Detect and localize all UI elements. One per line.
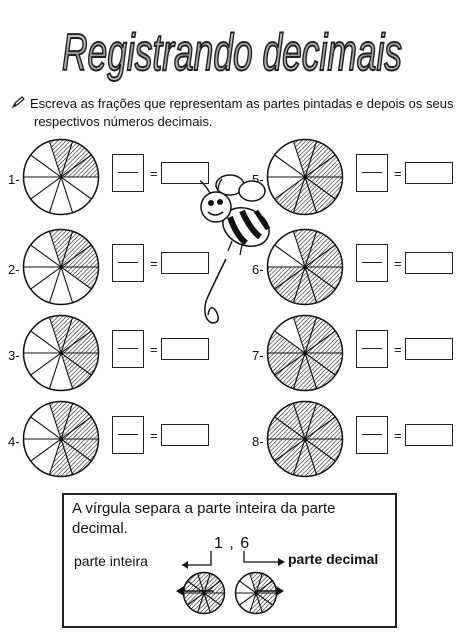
pie-chart-7 xyxy=(266,314,344,392)
exercise-number: 6- xyxy=(252,262,264,277)
fraction-pie xyxy=(22,314,100,397)
exercise-6: 6- = xyxy=(252,228,457,310)
pie-chart-6 xyxy=(266,228,344,306)
pie-chart-5 xyxy=(266,138,344,216)
fraction-pie xyxy=(22,400,100,483)
exercise-1: 1- = xyxy=(8,138,213,220)
page-title-art: Registrando decimais xyxy=(61,23,403,83)
fraction-answer-box[interactable] xyxy=(112,416,144,454)
exercise-3: 3- = xyxy=(8,314,213,396)
decimal-answer-box[interactable] xyxy=(405,162,453,184)
equals-sign: = xyxy=(394,166,402,181)
equals-sign: = xyxy=(394,342,402,357)
fraction-answer-box[interactable] xyxy=(356,244,388,282)
decimal-answer-box[interactable] xyxy=(161,338,209,360)
fraction-answer-box[interactable] xyxy=(356,330,388,368)
pie-chart-3 xyxy=(22,314,100,392)
decimal-example-pie xyxy=(234,571,278,620)
fraction-answer-box[interactable] xyxy=(112,330,144,368)
fraction-pie xyxy=(266,138,344,221)
decimal-answer-box[interactable] xyxy=(161,252,209,274)
example-number: 1 , 6 xyxy=(214,535,251,552)
example-pie-1 xyxy=(182,571,226,615)
fraction-answer-box[interactable] xyxy=(112,244,144,282)
fraction-pie xyxy=(266,400,344,483)
decimal-answer-box[interactable] xyxy=(405,252,453,274)
equals-sign: = xyxy=(150,428,158,443)
instruction: Escreva as frações que representam as pa… xyxy=(11,95,460,130)
pencil-icon xyxy=(11,96,30,113)
decimal-part-label: parte decimal xyxy=(288,551,379,567)
exercise-5: 5- = xyxy=(252,138,457,220)
exercise-number: 1- xyxy=(8,172,20,187)
equals-sign: = xyxy=(150,256,158,271)
equals-sign: = xyxy=(394,428,402,443)
exercise-7: 7- = xyxy=(252,314,457,396)
instruction-line-2: respectivos números decimais. xyxy=(34,114,213,129)
decimal-answer-box[interactable] xyxy=(405,424,453,446)
pie-chart-1 xyxy=(22,138,100,216)
fraction-answer-box[interactable] xyxy=(356,154,388,192)
pie-chart-2 xyxy=(22,228,100,306)
decimal-answer-box[interactable] xyxy=(405,338,453,360)
integer-part-label: parte inteira xyxy=(74,553,148,569)
exercise-number: 3- xyxy=(8,348,20,363)
exercise-number: 5- xyxy=(252,172,264,187)
fraction-answer-box[interactable] xyxy=(356,416,388,454)
page-title: Registrando decimais xyxy=(62,24,402,82)
pie-chart-8 xyxy=(266,400,344,478)
exercise-number: 4- xyxy=(8,434,20,449)
fraction-pie xyxy=(22,228,100,311)
exercise-number: 7- xyxy=(252,348,264,363)
info-box: A vírgula separa a parte inteira da part… xyxy=(62,493,397,628)
exercise-8: 8- = xyxy=(252,400,457,482)
pie-chart-4 xyxy=(22,400,100,478)
equals-sign: = xyxy=(150,166,158,181)
instruction-line-1: Escreva as frações que representam as pa… xyxy=(30,96,454,111)
exercise-number: 8- xyxy=(252,434,264,449)
exercise-number: 2- xyxy=(8,262,20,277)
info-text: A vírgula separa a parte inteira da part… xyxy=(72,500,336,537)
bee-icon xyxy=(196,173,276,338)
decimal-answer-box[interactable] xyxy=(161,162,209,184)
exercise-4: 4- = xyxy=(8,400,213,482)
fraction-pie xyxy=(266,314,344,397)
exercise-2: 2- = xyxy=(8,228,213,310)
whole-example-pie xyxy=(182,571,226,620)
page-title-area: Registrando decimais xyxy=(0,0,465,92)
fraction-pie xyxy=(266,228,344,311)
info-arrows xyxy=(176,551,285,596)
fraction-answer-box[interactable] xyxy=(112,154,144,192)
equals-sign: = xyxy=(150,342,158,357)
fraction-pie xyxy=(22,138,100,221)
example-pie-2 xyxy=(234,571,278,615)
equals-sign: = xyxy=(394,256,402,271)
decimal-answer-box[interactable] xyxy=(161,424,209,446)
